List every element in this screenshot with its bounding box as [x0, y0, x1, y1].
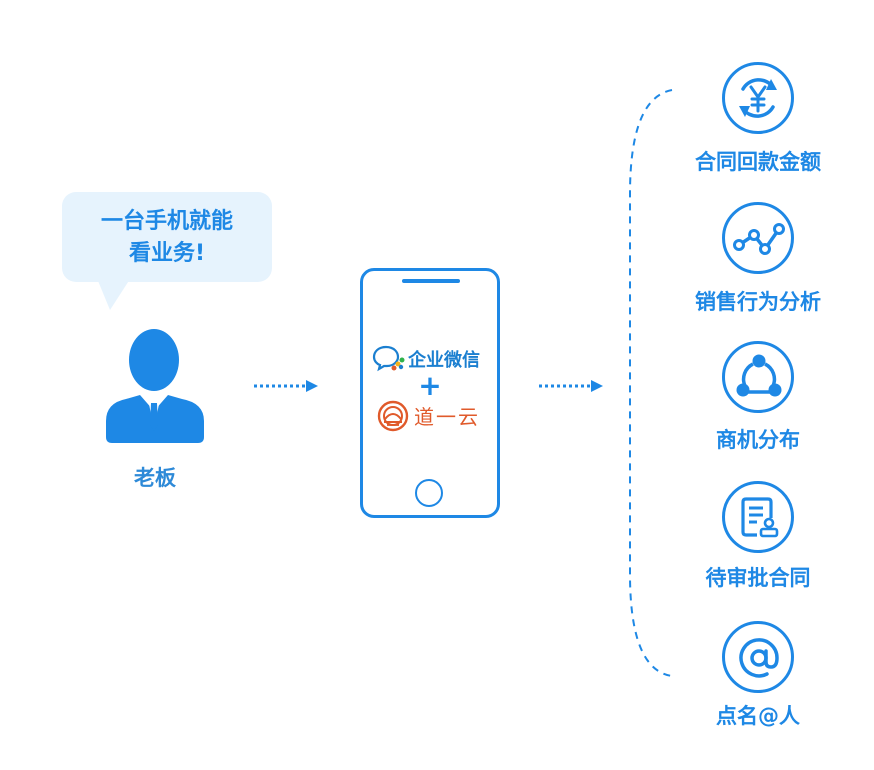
at-icon [739, 638, 779, 678]
phone-home-button [415, 479, 443, 507]
feature-label-pending-contract: 待审批合同 [705, 566, 811, 590]
speech-line-1: 一台手机就能 [100, 209, 233, 234]
feature-label-mention: 点名@人 [716, 704, 800, 728]
feature-circle-contract-payment [722, 62, 794, 134]
contract-approval-icon [741, 497, 779, 538]
speech-bubble-tail [96, 276, 132, 310]
speech-bubble [62, 192, 272, 282]
feature-label-contract-payment: 合同回款金额 [695, 150, 821, 174]
feature-label-sales-analysis: 销售行为分析 [695, 290, 821, 314]
feature-bracket [629, 89, 673, 677]
feature-circle-pending-contract [722, 481, 794, 553]
arrow-right-icon [254, 380, 318, 392]
daoyiyun-label: 道一云 [414, 405, 480, 429]
wechat-work-logo-icon [372, 345, 405, 372]
wechat-work-label: 企业微信 [408, 350, 480, 371]
daoyiyun-logo-icon [377, 400, 409, 432]
trend-line-icon [733, 223, 785, 255]
boss-label: 老板 [134, 466, 176, 490]
feature-circle-mention [722, 621, 794, 693]
plus-sign: + [418, 369, 442, 402]
share-network-icon [736, 354, 782, 397]
feature-circle-opportunity [722, 341, 794, 413]
speech-line-2: 看业务! [128, 241, 206, 266]
feature-circle-sales-analysis [722, 202, 794, 274]
speech-bubble-text: 一台手机就能 看业务! [62, 206, 272, 270]
feature-label-opportunity: 商机分布 [716, 428, 800, 452]
phone-speaker [402, 279, 460, 283]
yen-refresh-icon [739, 78, 777, 118]
boss-person-icon [106, 329, 204, 443]
arrow-right-icon [539, 380, 603, 392]
phone-frame [360, 268, 500, 518]
